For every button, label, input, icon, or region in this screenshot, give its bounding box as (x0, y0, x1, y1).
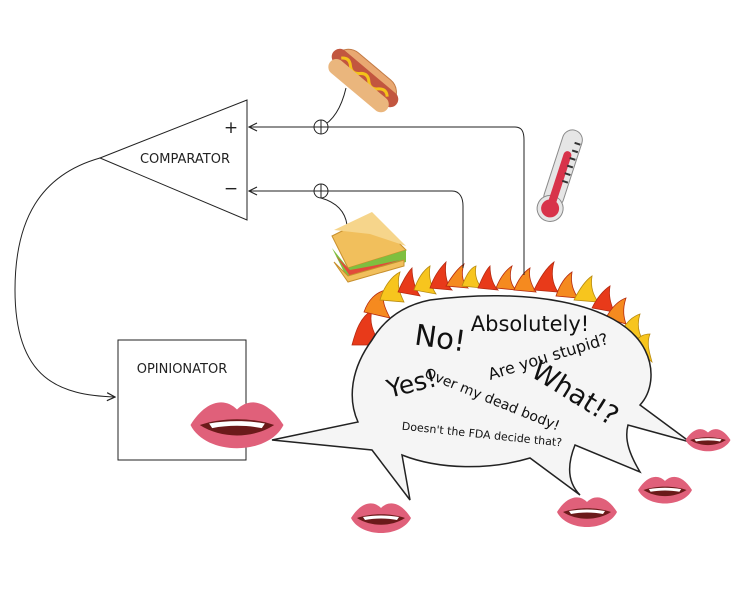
minus-feedback-line (328, 190, 464, 268)
speech-absolutely: Absolutely! (471, 312, 589, 336)
plus-summing-junction (313, 119, 329, 135)
sandwich-icon (331, 212, 407, 283)
connector-lines (14, 87, 525, 397)
thermometer-icon (536, 129, 583, 222)
hotdog-icon (328, 48, 399, 113)
comparator-minus-sign: − (224, 179, 238, 199)
comparator-block (98, 99, 248, 221)
comparator-label: COMPARATOR (140, 152, 230, 167)
speech-bubble (271, 294, 691, 501)
fire-icon (351, 260, 653, 364)
opinionator-label: OPINIONATOR (137, 362, 228, 377)
sandwich-line (320, 197, 348, 226)
plus-feedback-line (328, 126, 525, 275)
feedback-arrow (14, 157, 115, 397)
lips-icon (351, 503, 411, 533)
minus-summing-junction (313, 183, 329, 199)
lips-icon (190, 402, 284, 449)
lips-icon (557, 497, 617, 527)
lips-icon (638, 476, 692, 504)
comparator-plus-sign: + (224, 118, 238, 138)
lips-icon (685, 429, 731, 452)
speech-no: No! (413, 318, 468, 359)
